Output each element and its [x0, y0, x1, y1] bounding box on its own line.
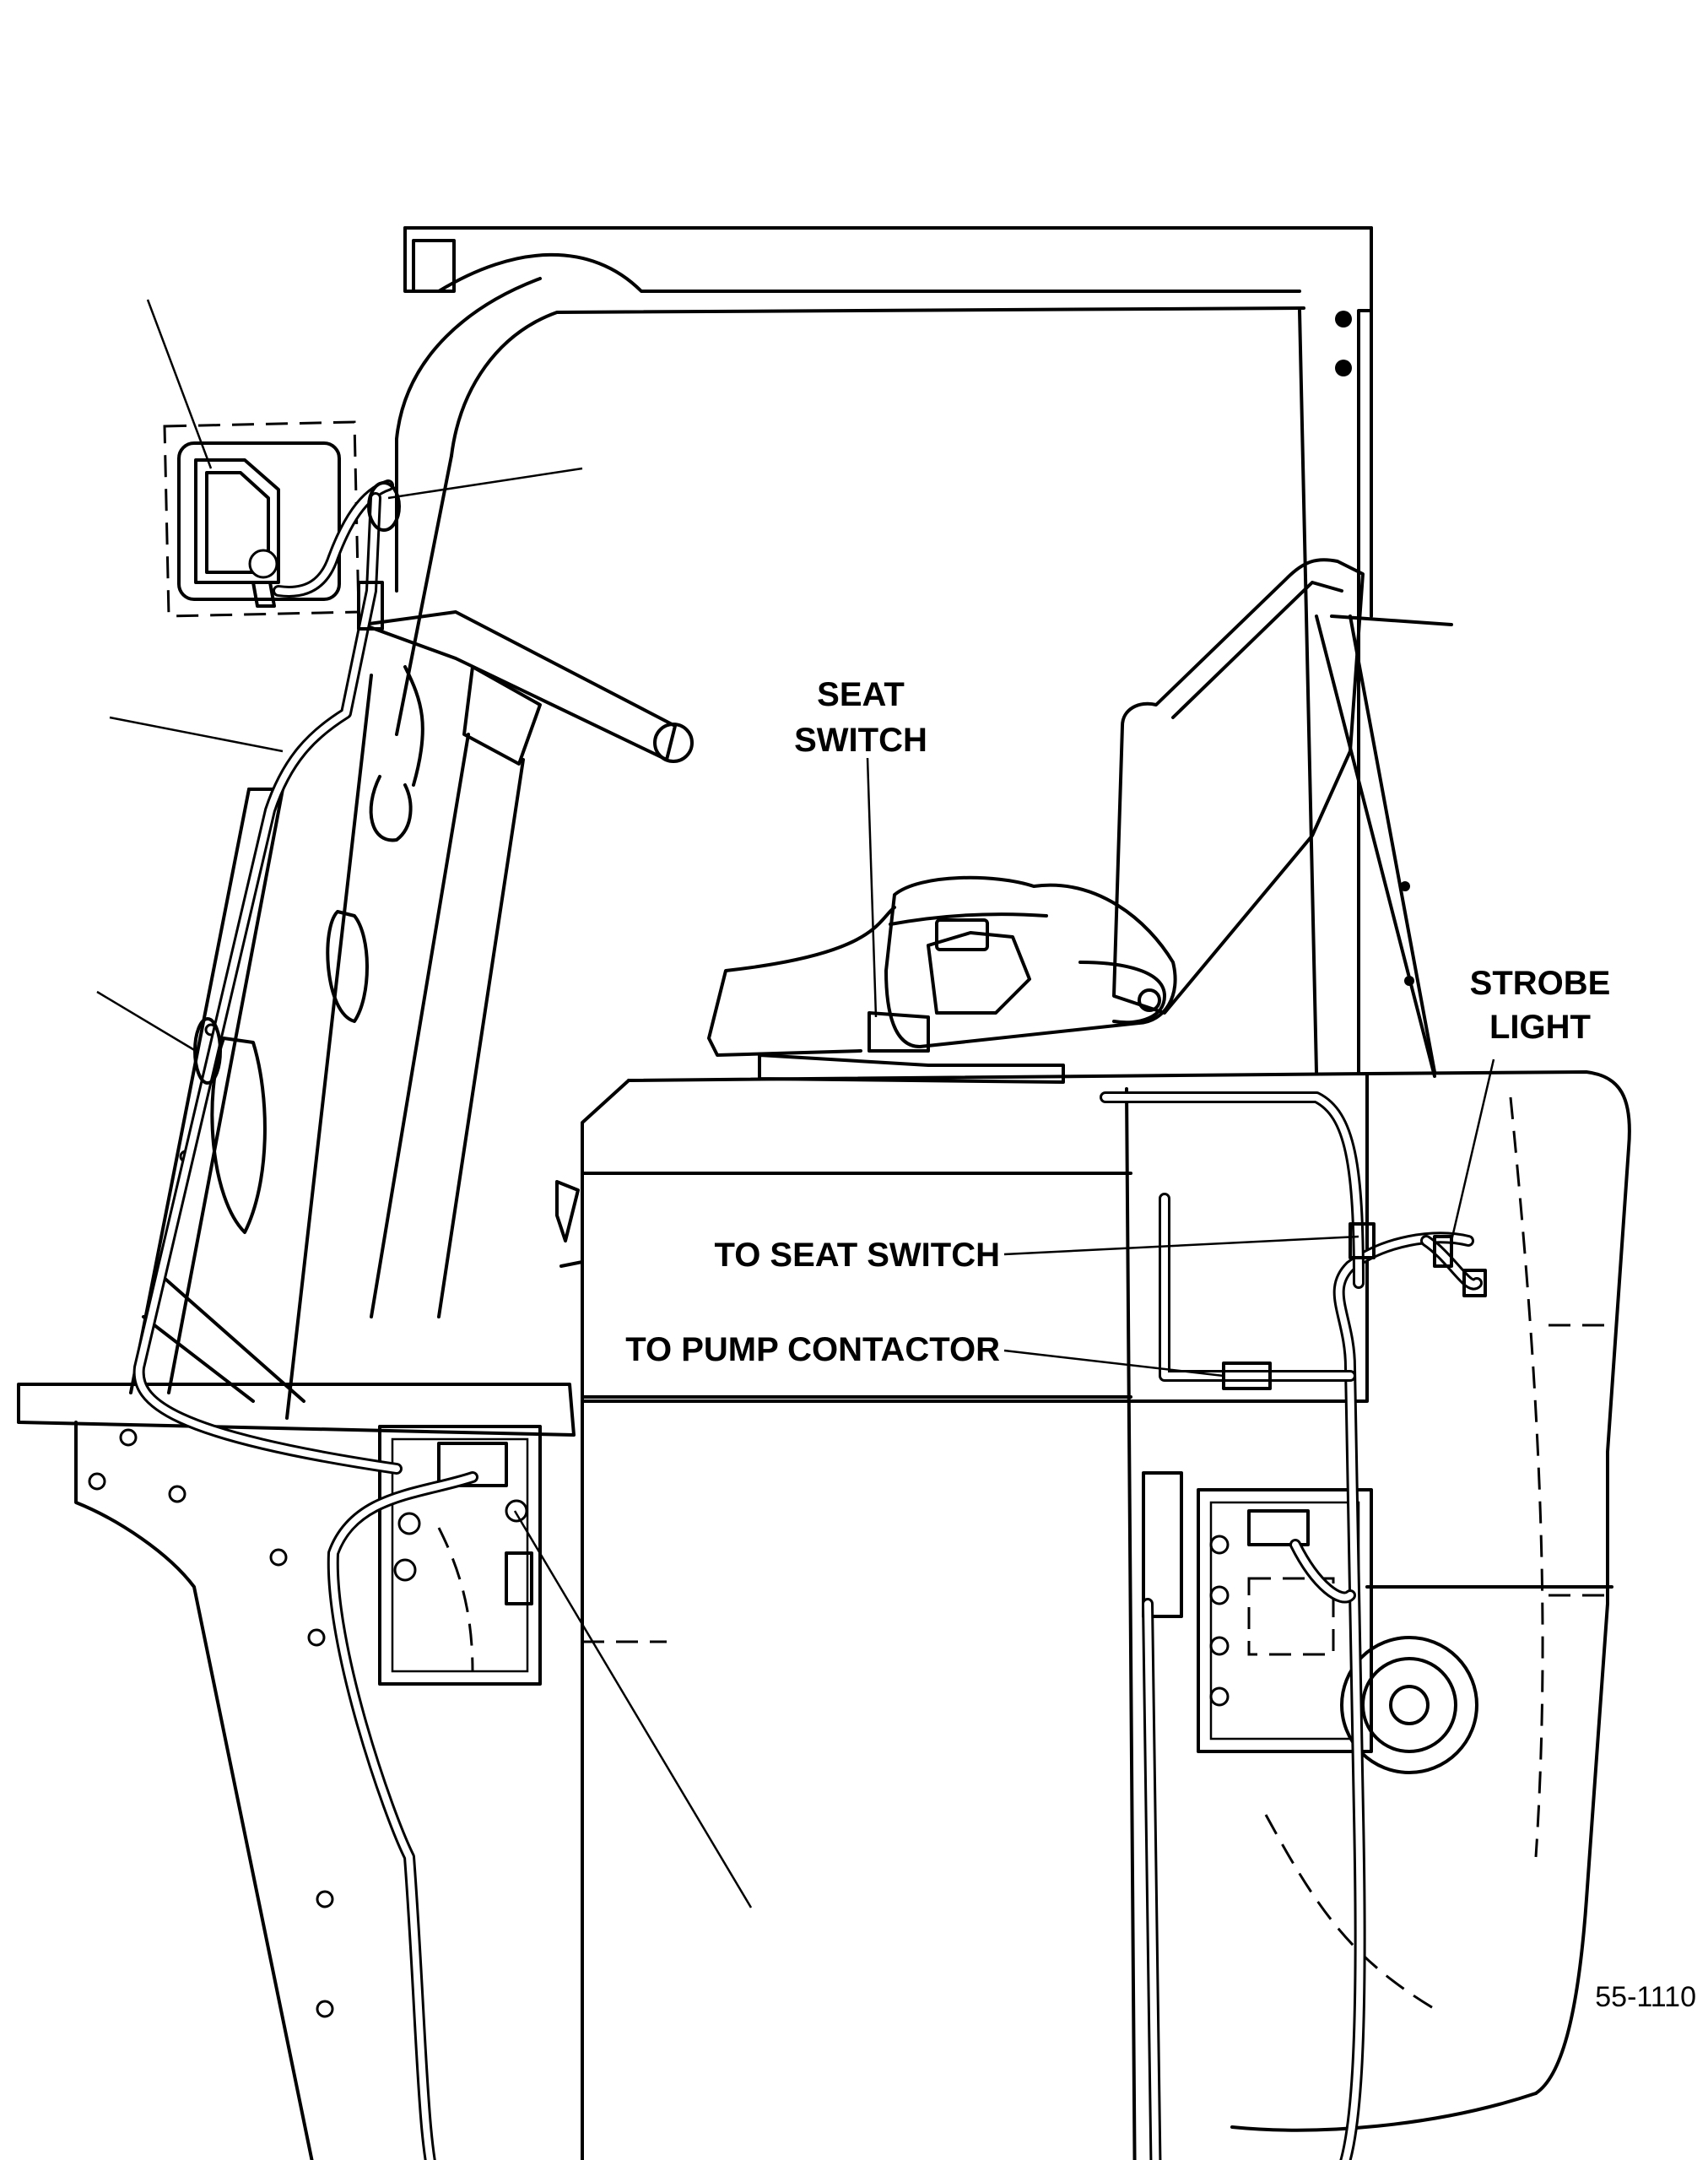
bolt-icon	[1335, 360, 1352, 376]
connector-icon	[357, 581, 384, 631]
figure-number: 55-1110	[1595, 1981, 1696, 2013]
counterweight	[1230, 1070, 1631, 2132]
seat-switch-label-line2: SWITCH	[794, 722, 927, 759]
right-controller	[1142, 1471, 1373, 1753]
bolt-icon	[1335, 311, 1352, 328]
strobe-light-label-line2: LIGHT	[1489, 1009, 1591, 1046]
bolt-icon	[1400, 881, 1410, 891]
overhead-guard	[285, 226, 1453, 1420]
connector-icon	[1433, 1235, 1453, 1268]
to-seat-switch-label: TO SEAT SWITCH	[714, 1237, 1000, 1274]
steering-column	[142, 610, 694, 1403]
chassis	[17, 1383, 576, 2160]
bolt-icon	[1404, 976, 1414, 986]
work-light	[163, 420, 360, 618]
connector-icon	[1462, 1269, 1487, 1297]
leader-lines	[96, 299, 1495, 1908]
callout-labels: SEAT SWITCH STROBE LIGHT TO SEAT SWITCH …	[625, 676, 1696, 2013]
left-controller	[378, 1425, 542, 1686]
connector-icon	[367, 481, 401, 532]
to-pump-contactor-label: TO PUMP CONTACTOR	[625, 1331, 1000, 1368]
seat	[707, 558, 1365, 1084]
seat-switch-label-line1: SEAT	[817, 676, 905, 713]
battery-compartment	[555, 1072, 1369, 2160]
connector-icon	[1349, 1222, 1376, 1259]
strobe-light-label-line1: STROBE	[1470, 965, 1611, 1002]
wiring-harness	[132, 479, 1487, 2160]
